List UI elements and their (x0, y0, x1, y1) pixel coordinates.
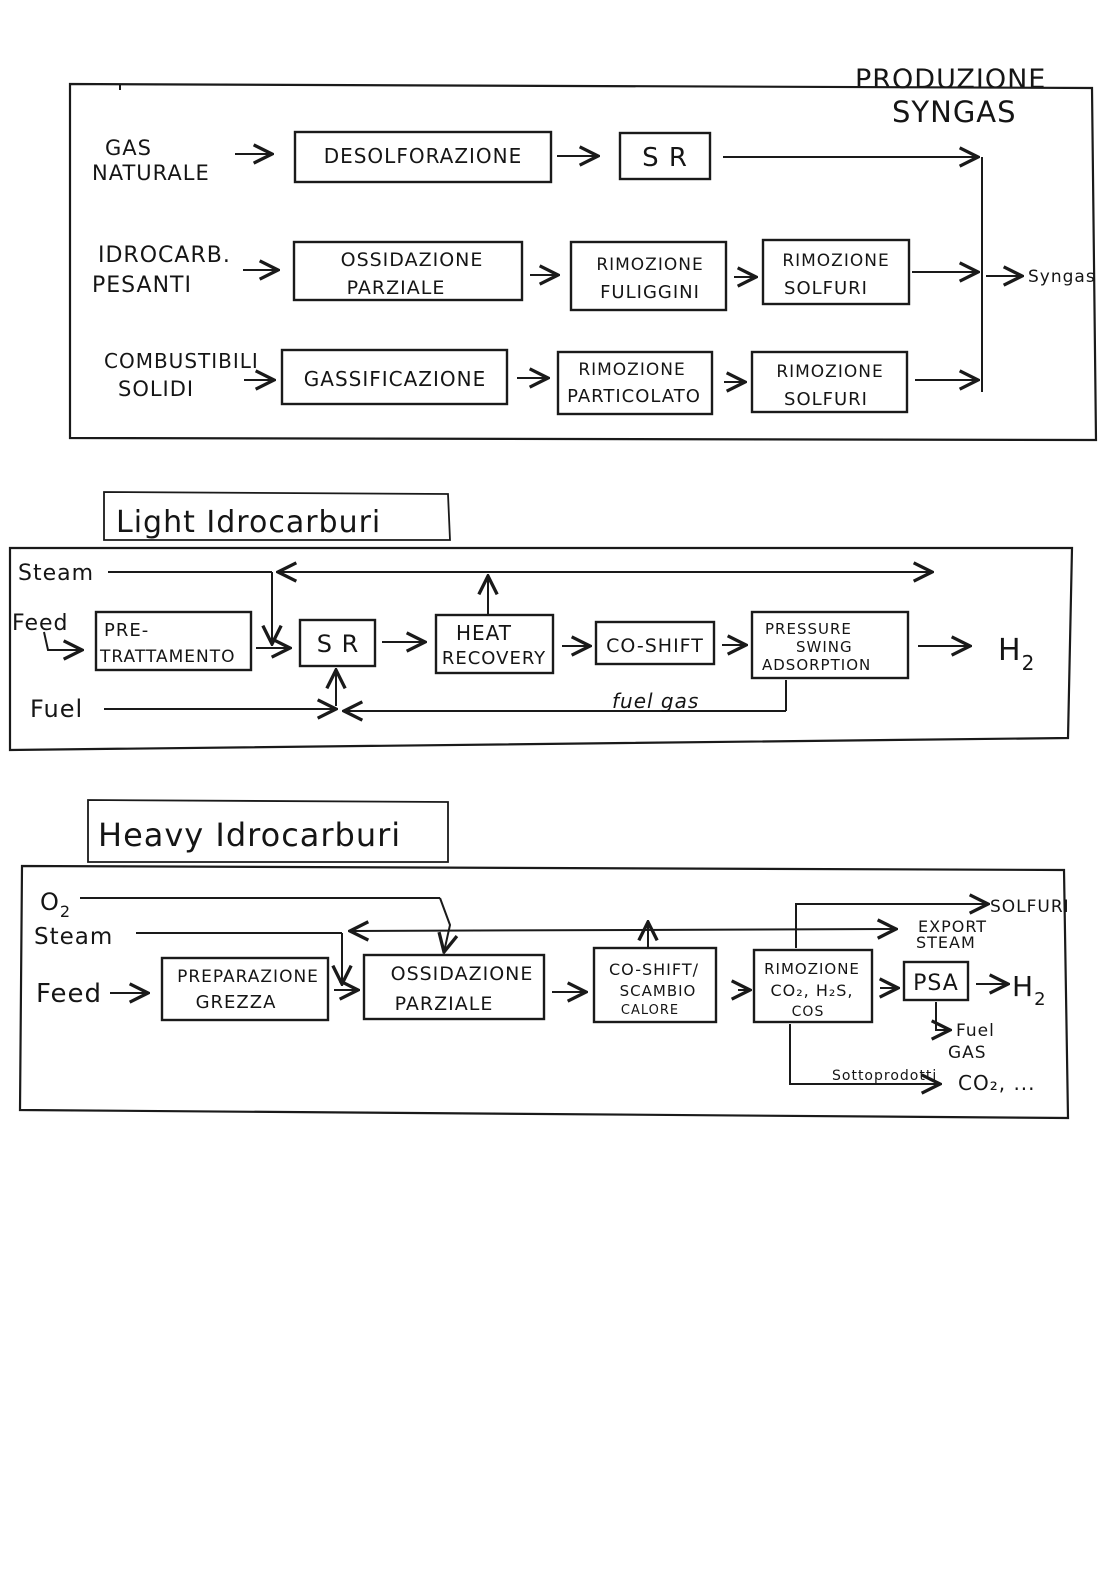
box-pretrattamento (94, 610, 253, 672)
page-title-line2: SYNGAS (892, 95, 1017, 129)
box-psa-heavy (902, 960, 970, 1002)
box-sr-2-label: S R (317, 630, 360, 658)
box-rimozione-co2-line2: CO₂, H₂S, (770, 981, 853, 1000)
input-steam-light: Steam (18, 561, 94, 586)
box-sr-1-label: S R (642, 143, 688, 173)
box-psa-line2: SWING (796, 638, 853, 656)
export-steam-line2: STEAM (916, 933, 976, 952)
box-coshift-line3: CALORE (621, 1003, 679, 1018)
section-3-title-box (87, 799, 449, 863)
box-co-shift-light (594, 620, 716, 666)
section-2-title-box (103, 491, 451, 541)
box-ossidazione-parziale-2-line2: PARZIALE (395, 993, 494, 1015)
input-o2: O2 (40, 888, 71, 921)
box-psa-line3: ADSORPTION (762, 656, 871, 674)
input-gas-naturale: GAS NATURALE (92, 136, 210, 185)
box-pretrattamento-line2: TRATTAMENTO (99, 647, 236, 667)
section-3-title: Heavy Idrocarburi (98, 816, 401, 854)
o2-to-ossidazione-arrow (440, 897, 450, 952)
box-coshift-scambio-calore (592, 946, 718, 1024)
box-psa-heavy-label: PSA (913, 971, 959, 996)
box-rimozione-solfuri-1-line1: RIMOZIONE (782, 251, 889, 271)
output-h2-heavy: H2 (1012, 970, 1047, 1010)
sottoprodotti-line (789, 1024, 940, 1084)
output-fuel-gas-line1: Fuel (956, 1021, 995, 1041)
input-idrocarb-pesanti: IDROCARB. PESANTI (92, 243, 231, 298)
input-steam-heavy: Steam (34, 924, 113, 950)
box-heat-recovery-line2: RECOVERY (442, 648, 546, 669)
box-psa-line1: PRESSURE (765, 620, 852, 638)
fuel-gas-label: fuel gas (612, 689, 699, 713)
section-2-light-idrocarburi: Light Idrocarburi Steam Feed Fuel PRE- T… (8, 491, 1074, 752)
input-fuel-light: Fuel (30, 695, 83, 723)
box-preparazione-grezza-line2: GREZZA (196, 992, 277, 1013)
input-feed-heavy: Feed (36, 979, 102, 1009)
box-rimozione-particolato-line2: PARTICOLATO (567, 386, 701, 407)
box-pretrattamento-line1: PRE- (104, 620, 149, 641)
input-gas-naturale-line1: GAS (105, 136, 152, 160)
input-combustibili-solidi: COMBUSTIBILI SOLIDI (104, 349, 259, 401)
box-sr-1 (618, 131, 712, 181)
output-co2: CO₂, ... (958, 1071, 1036, 1095)
input-combustibili-solidi-line1: COMBUSTIBILI (104, 349, 259, 373)
section-1-syngas-routes: GAS NATURALE IDROCARB. PESANTI COMBUSTIB… (68, 82, 1098, 442)
output-solfuri: SOLFURI (990, 897, 1070, 917)
input-idrocarb-pesanti-line2: PESANTI (92, 273, 192, 298)
box-rimozione-co2-line1: RIMOZIONE (764, 960, 860, 978)
box-rimozione-particolato (556, 350, 714, 416)
output-sottoprodotti: Sottoprodotti (832, 1068, 937, 1084)
box-heat-recovery-line1: HEAT (456, 621, 512, 645)
box-rimozione-co2-h2s-cos (752, 948, 874, 1024)
box-sr-2 (298, 618, 377, 668)
box-ossidazione-parziale-2 (362, 953, 546, 1021)
section-1-frame (68, 82, 1098, 442)
box-coshift-line2: SCAMBIO (620, 982, 697, 1000)
output-h2-light: H2 (998, 633, 1035, 675)
box-rimozione-solfuri-1-line2: SOLFURI (784, 278, 868, 299)
export-steam-line1: EXPORT (918, 917, 987, 936)
box-rimozione-solfuri-2-line2: SOLFURI (784, 389, 868, 410)
box-rimozione-fuliggini (569, 240, 728, 312)
box-gassificazione-label: GASSIFICAZIONE (304, 367, 486, 391)
input-idrocarb-pesanti-line1: IDROCARB. (98, 243, 231, 268)
box-rimozione-fuliggini-line1: RIMOZIONE (596, 255, 703, 275)
feed-arrow-light (43, 631, 82, 650)
box-ossidazione-parziale-2-line1: OSSIDAZIONE (391, 963, 534, 985)
box-co-shift-light-label: CO-SHIFT (606, 635, 704, 657)
box-rimozione-solfuri-2-line1: RIMOZIONE (776, 362, 883, 382)
box-rimozione-fuliggini-line2: FULIGGINI (600, 282, 700, 303)
psa-fuel-gas-arrow (936, 1002, 950, 1030)
section-3-frame (18, 864, 1070, 1120)
solfuri-line (795, 904, 988, 948)
box-ossidazione-parziale-1-line1: OSSIDAZIONE (341, 249, 484, 271)
box-coshift-line1: CO-SHIFT/ (609, 960, 699, 979)
page-title: PRODUZIONE SYNGAS (855, 64, 1046, 129)
box-preparazione-grezza-line1: PREPARAZIONE (177, 967, 319, 987)
box-rimozione-solfuri-2 (750, 350, 909, 414)
box-rimozione-co2-line3: COS (792, 1004, 825, 1020)
box-ossidazione-parziale-1-line2: PARZIALE (347, 277, 446, 299)
input-combustibili-solidi-line2: SOLIDI (118, 377, 194, 401)
box-preparazione-grezza (160, 956, 330, 1022)
section-3-heavy-idrocarburi: Heavy Idrocarburi O2 Steam Feed EXPORT S… (18, 799, 1070, 1120)
steam-export-line-heavy (350, 929, 896, 931)
box-gassificazione (280, 348, 509, 406)
box-rimozione-solfuri-1 (761, 238, 911, 306)
box-rimozione-particolato-line1: RIMOZIONE (578, 360, 685, 380)
box-desolforazione-label: DESOLFORAZIONE (324, 144, 523, 168)
box-pressure-swing-adsorption (750, 610, 910, 680)
syngas-output: Syngas (1028, 267, 1096, 287)
box-desolforazione (293, 130, 553, 184)
input-gas-naturale-line2: NATURALE (92, 161, 210, 185)
section-2-frame (8, 546, 1074, 752)
box-heat-recovery (434, 613, 555, 675)
page-title-line1: PRODUZIONE (855, 64, 1046, 95)
section-2-title: Light Idrocarburi (116, 505, 381, 540)
output-fuel-gas-line2: GAS (948, 1043, 987, 1063)
input-feed-light: Feed (12, 611, 69, 636)
box-ossidazione-parziale-1 (292, 240, 524, 302)
